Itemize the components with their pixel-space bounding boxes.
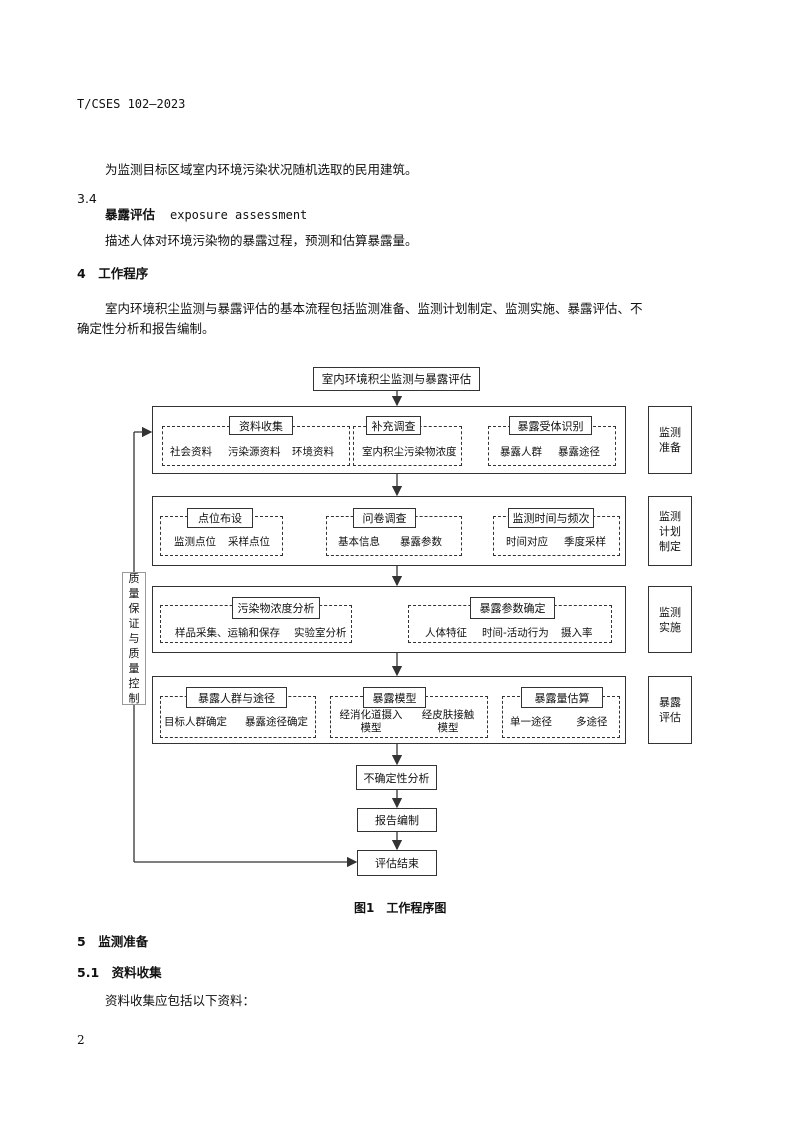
figure-caption: 图1 工作程序图	[354, 901, 447, 915]
group-title: 问卷调查	[353, 508, 416, 528]
item: 采样点位	[228, 536, 270, 548]
group-title: 暴露量估算	[521, 687, 603, 708]
paragraph: 资料收集应包括以下资料：	[105, 993, 256, 1008]
paragraph: 为监测目标区域室内环境污染状况随机选取的民用建筑。	[105, 162, 418, 177]
item: 监测点位	[174, 536, 216, 548]
term-en: exposure assessment	[170, 208, 308, 222]
subsection-title: 5.1 资料收集	[77, 965, 162, 980]
section-number: 3.4	[77, 191, 97, 206]
paragraph: 确定性分析和报告编制。	[77, 321, 215, 336]
item: 时间对应	[506, 536, 548, 548]
stage-plan	[152, 496, 626, 566]
item: 摄入率	[561, 627, 593, 639]
stage-label: 暴露评估	[648, 676, 692, 744]
report-box: 报告编制	[357, 808, 437, 832]
item: 实验室分析	[294, 627, 347, 639]
item: 单一途径	[510, 716, 552, 728]
item: 目标人群确定	[164, 716, 227, 728]
item: 社会资料	[170, 446, 212, 458]
doc-header: T/CSES 102—2023	[77, 97, 186, 111]
item: 多途径	[576, 716, 608, 728]
stage-label: 监测计划制定	[648, 496, 692, 566]
group-title: 污染物浓度分析	[232, 597, 320, 619]
section-title: 5 监测准备	[77, 934, 149, 949]
group-title: 补充调查	[366, 416, 421, 435]
item: 人体特征	[425, 627, 467, 639]
item: 经消化道摄入模型	[339, 709, 403, 734]
item: 暴露参数	[400, 536, 442, 548]
group-title: 监测时间与频次	[508, 508, 594, 528]
qa-qc-box: 质量保证与质量控制	[122, 572, 146, 705]
group-title: 暴露受体识别	[509, 416, 592, 435]
group-title: 点位布设	[187, 508, 253, 528]
term: 暴露评估	[105, 207, 156, 222]
uncertainty-box: 不确定性分析	[356, 765, 437, 790]
item: 室内积尘污染物浓度	[362, 446, 457, 458]
item: 季度采样	[564, 536, 606, 548]
group-title: 暴露参数确定	[470, 597, 555, 619]
paragraph: 室内环境积尘监测与暴露评估的基本流程包括监测准备、监测计划制定、监测实施、暴露评…	[105, 301, 643, 316]
end-box: 评估结束	[357, 850, 437, 876]
group-title: 暴露人群与途径	[186, 687, 287, 708]
page-number: 2	[77, 1033, 85, 1047]
group-title: 暴露模型	[363, 687, 426, 708]
item: 基本信息	[338, 536, 380, 548]
item: 暴露途径确定	[245, 716, 308, 728]
item: 污染源资料	[228, 446, 281, 458]
item: 暴露途径	[558, 446, 600, 458]
item: 样品采集、运输和保存	[175, 627, 280, 639]
item: 暴露人群	[500, 446, 542, 458]
item: 时间-活动行为	[482, 627, 549, 639]
flow-start-box: 室内环境积尘监测与暴露评估	[313, 367, 480, 391]
section-title: 4 工作程序	[77, 266, 149, 281]
definition: 描述人体对环境污染物的暴露过程，预测和估算暴露量。	[105, 233, 418, 248]
item: 经皮肤接触模型	[421, 709, 475, 734]
stage-label: 监测准备	[648, 406, 692, 474]
stage-label: 监测实施	[648, 586, 692, 653]
group-title: 资料收集	[229, 416, 293, 435]
item: 环境资料	[292, 446, 334, 458]
